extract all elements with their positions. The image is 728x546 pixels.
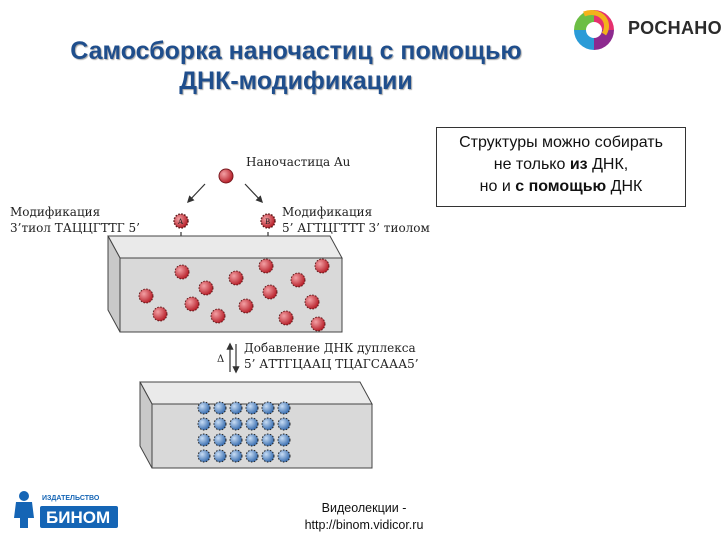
- add-duplex-label: Добавление ДНК дуплекса: [244, 341, 416, 355]
- binom-big-text: БИНОМ: [46, 508, 110, 527]
- add-duplex-sequence: 5’ АТТГЦААЦ ТЦАГСААА5’: [244, 357, 419, 371]
- delta-symbol: Δ: [217, 354, 224, 365]
- svg-text:B: B: [265, 218, 270, 226]
- note-line-3: но и с помощью ДНК: [479, 178, 643, 195]
- mod-left-title: Модификация: [10, 205, 100, 219]
- mod-left-sequence: 3’тиол ТАЦЦГТТГ 5’: [10, 221, 140, 235]
- arrow-top-left: [187, 183, 206, 204]
- particle-b-modified: B: [260, 213, 276, 229]
- solution-box-assembled: [139, 381, 373, 469]
- footer: Видеолекции - http://binom.vidicor.ru: [284, 500, 444, 534]
- title-line-2: ДНК-модификации: [179, 67, 413, 95]
- footer-link[interactable]: http://binom.vidicor.ru: [304, 518, 424, 532]
- particle-a-modified: A: [173, 213, 189, 229]
- arrow-top-right: [244, 183, 263, 204]
- dispersed-particles: [138, 258, 330, 332]
- rusnano-wordmark: РОСНАНО: [628, 18, 722, 38]
- nanoparticle-label: Наночастица Au: [246, 155, 351, 169]
- binom-logo: ИЗДАТЕЛЬСТВО БИНОМ: [14, 491, 118, 528]
- note-emphasis-with: с помощью: [515, 178, 607, 195]
- assembled-lattice: [197, 401, 291, 463]
- solution-box-dispersed: [107, 235, 343, 333]
- title-line-1: Самосборка наночастиц с помощью: [70, 37, 522, 65]
- rusnano-logo: [574, 10, 614, 50]
- svg-text:A: A: [177, 218, 184, 226]
- note-line-1: Структуры можно собирать: [459, 134, 663, 151]
- note-emphasis-from: из: [569, 156, 588, 173]
- slide-title: Самосборка наночастиц с помощью ДНК-моди…: [36, 36, 556, 96]
- mod-right-sequence: 5’ АГТЦГТТТ 3’ тиолом: [282, 221, 430, 235]
- binom-small-text: ИЗДАТЕЛЬСТВО: [42, 495, 100, 502]
- footer-line-1: Видеолекции -: [321, 501, 407, 515]
- self-assembly-diagram: Наночастица Au Модификация 3’тиол ТАЦЦГТ…: [10, 155, 430, 469]
- note-box: Структуры можно собирать не только из ДН…: [436, 127, 686, 207]
- note-line-2: не только из ДНК,: [493, 156, 629, 173]
- mod-right-title: Модификация: [282, 205, 372, 219]
- au-nanoparticle: [218, 168, 234, 184]
